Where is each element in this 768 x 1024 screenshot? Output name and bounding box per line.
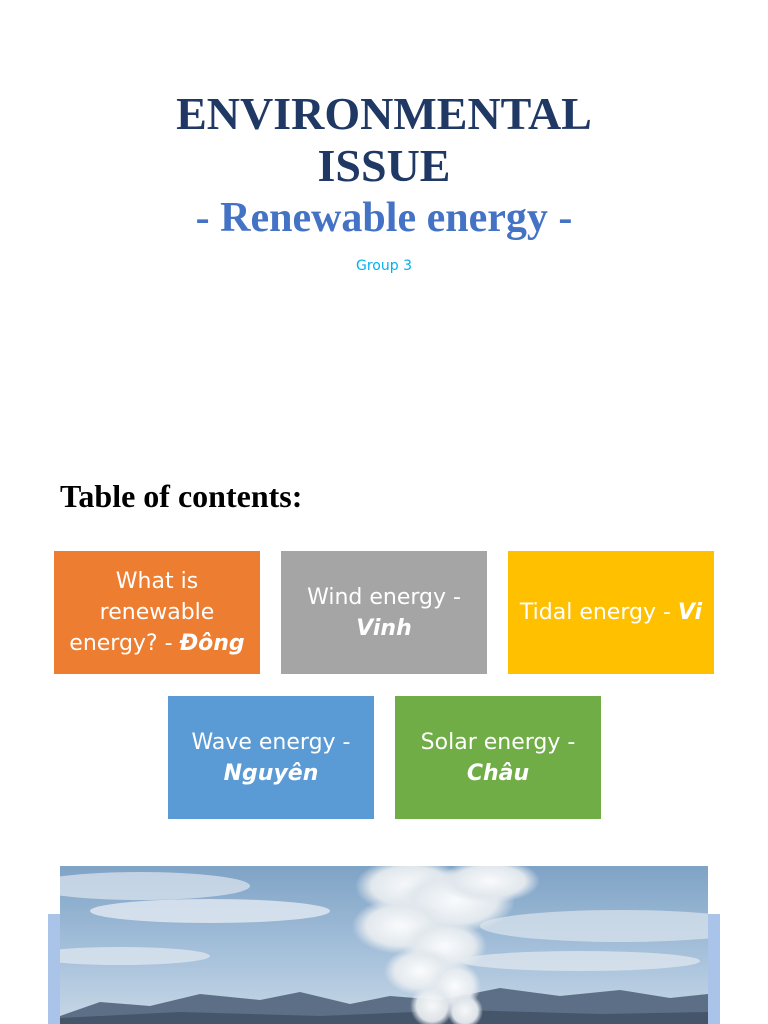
toc-item-text: What is (115, 569, 199, 594)
slide-title: ENVIRONMENTAL ISSUE (0, 88, 768, 192)
toc-item-text: Wave energy - (191, 729, 351, 755)
toc-item-text: Wind energy - (307, 584, 461, 610)
toc-presenter: Vinh (356, 615, 412, 641)
title-slide: ENVIRONMENTAL ISSUE - Renewable energy -… (0, 0, 768, 440)
toc-presenter: Châu (466, 760, 530, 786)
title-line-2: ISSUE (317, 140, 451, 191)
toc-item-tidal: Tidal energy - Vi (508, 551, 714, 674)
geothermal-photo-block (48, 866, 720, 1024)
toc-item-text: energy? - (69, 631, 173, 656)
group-label: Group 3 (356, 258, 412, 274)
toc-presenter: Đông (179, 631, 245, 656)
toc-heading: Table of contents: (60, 478, 303, 514)
geothermal-steam-photo (60, 866, 708, 1024)
toc-presenter: Nguyên (223, 760, 319, 786)
toc-item-wind: Wind energy - Vinh (281, 551, 487, 674)
toc-item-text: renewable (99, 600, 215, 625)
toc-item-text: Tidal energy - (519, 600, 671, 625)
toc-item-solar: Solar energy - Châu (395, 696, 601, 819)
toc-item-wave: Wave energy - Nguyên (168, 696, 374, 819)
toc-item-text: Solar energy - (420, 729, 576, 755)
title-line-1: ENVIRONMENTAL (176, 88, 592, 139)
toc-presenter: Vi (677, 600, 703, 625)
toc-item-renewable: What is renewable energy? - Đông (54, 551, 260, 674)
slide-subtitle: - Renewable energy - (195, 195, 573, 241)
